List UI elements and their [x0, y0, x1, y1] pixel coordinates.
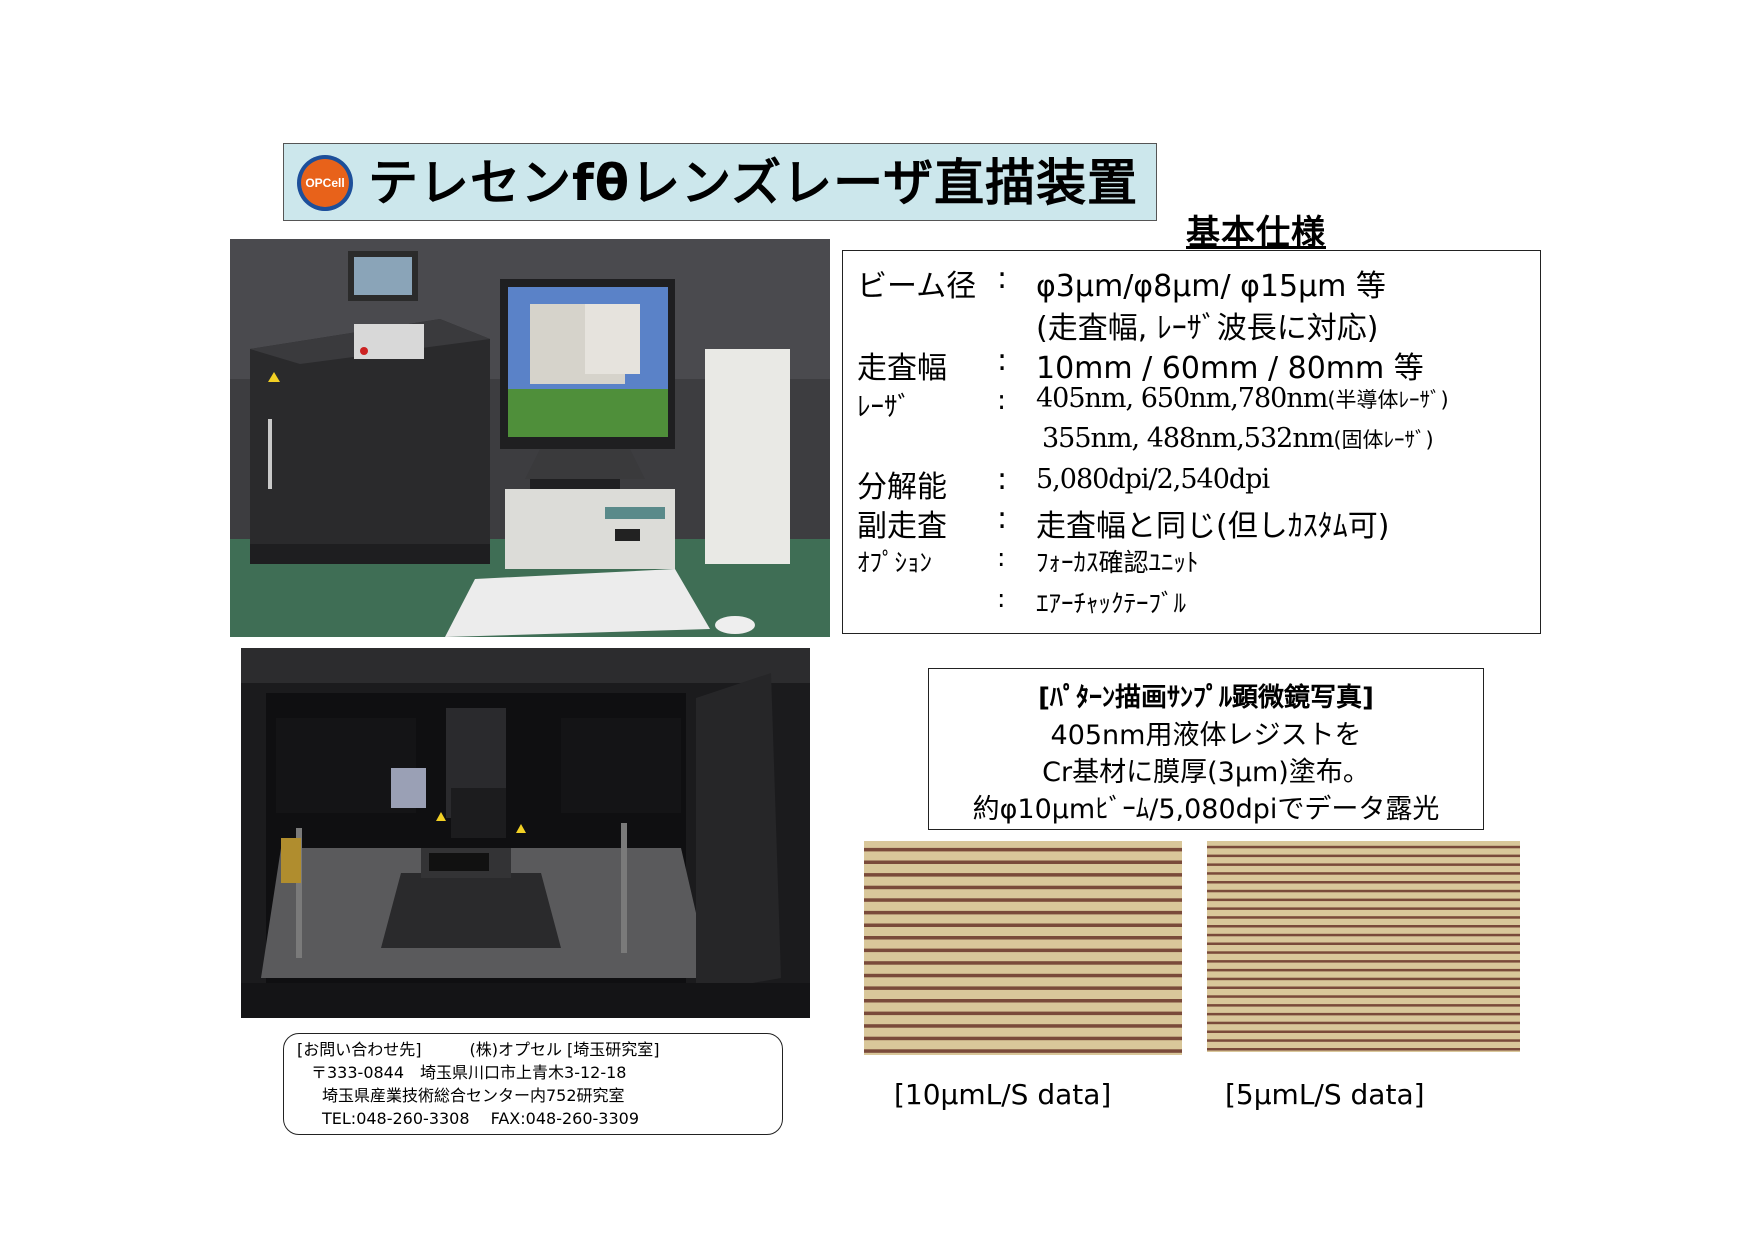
pattern-line — [1207, 933, 1520, 937]
contact-lab: 埼玉県産業技術総合センター内752研究室 — [322, 1086, 625, 1105]
pattern-line — [1207, 881, 1520, 884]
micrograph-10um-lines — [864, 841, 1182, 1055]
micrograph-5um — [1207, 841, 1520, 1052]
spec-value-laser-1: 405nm, 650nm,780nm(半導体ﾚｰｻﾞ) — [1036, 383, 1449, 414]
pattern-line — [864, 860, 1182, 864]
spec-colon: : — [997, 584, 1006, 613]
sample-line-3: 約φ10μmﾋﾞｰﾑ/5,080dpiでデータ露光 — [972, 794, 1440, 825]
spec-colon: : — [997, 462, 1008, 497]
pattern-line — [864, 847, 1182, 852]
pattern-line — [1207, 872, 1520, 875]
spec-value-option-2: ｴｱｰﾁｬｯｸﾃｰﾌﾞﾙ — [1036, 589, 1187, 618]
pattern-line — [864, 1049, 1182, 1053]
sample-description-box: [ﾊﾟﾀｰﾝ描画ｻﾝﾌﾟﾙ顕微鏡写真] 405nm用液体レジストを Cr基材に膜… — [928, 668, 1484, 830]
pattern-line — [1207, 960, 1520, 963]
spec-value-resolution: 5,080dpi/2,540dpi — [1036, 464, 1270, 495]
pattern-line — [1207, 977, 1520, 981]
spec-heading: 基本仕様 — [1186, 213, 1326, 253]
pattern-line — [864, 961, 1182, 965]
pattern-line — [864, 873, 1182, 877]
spec-label-laser: ﾚｰｻﾞ — [857, 392, 911, 423]
micrograph-10um — [864, 841, 1182, 1055]
spec-value-beam: φ3μm/φ8μm/ φ15μm 等 — [1036, 269, 1386, 304]
pattern-line — [1207, 995, 1520, 998]
pattern-line — [1207, 1048, 1520, 1051]
sample-line-1: 405nm用液体レジストを — [1050, 720, 1362, 751]
spec-label-resolution: 分解能 — [857, 470, 947, 505]
pattern-line — [1207, 1021, 1520, 1025]
pattern-line — [1207, 925, 1520, 928]
pattern-line — [1207, 898, 1520, 902]
equipment-photo — [230, 239, 830, 637]
pattern-line — [1207, 951, 1520, 954]
spec-label-scan: 走査幅 — [857, 351, 947, 386]
page-title: テレセンfθレンズレーザ直描装置 — [368, 154, 1139, 212]
pattern-line — [1207, 968, 1520, 972]
contact-address: 〒333-0844 埼玉県川口市上青木3-12-18 — [311, 1063, 627, 1082]
pattern-line — [864, 910, 1182, 915]
spec-colon: : — [997, 343, 1008, 378]
pattern-line — [1207, 916, 1520, 919]
laser-type-semiconductor: (半導体ﾚｰｻﾞ) — [1327, 388, 1449, 412]
spec-label-option: ｵﾌﾟｼｮﾝ — [857, 548, 933, 577]
spec-colon: : — [997, 501, 1008, 536]
opcell-logo: OPCell — [297, 155, 353, 211]
caption-5um: [5μmL/S data] — [1225, 1078, 1425, 1111]
pattern-line — [864, 1024, 1182, 1028]
title-banner: OPCell テレセンfθレンズレーザ直描装置 — [283, 143, 1157, 221]
pattern-line — [864, 948, 1182, 953]
pattern-line — [864, 898, 1182, 902]
pattern-line — [1207, 854, 1520, 858]
pattern-line — [864, 1036, 1182, 1041]
spec-label-beam: ビーム径 — [857, 269, 977, 304]
spec-value-option-1: ﾌｫｰｶｽ確認ﾕﾆｯﾄ — [1036, 548, 1199, 577]
sample-title: [ﾊﾟﾀｰﾝ描画ｻﾝﾌﾟﾙ顕微鏡写真] — [1038, 683, 1374, 713]
pattern-line — [864, 885, 1182, 890]
laser-wavelengths-semiconductor: 405nm, 650nm,780nm — [1036, 383, 1328, 414]
spec-colon: : — [997, 261, 1008, 296]
enclosure-interior-photo — [241, 648, 810, 1018]
spec-value-beam-note: (走査幅, ﾚｰｻﾞ波長に対応) — [1036, 311, 1379, 346]
svg-text:OPCell: OPCell — [305, 176, 344, 190]
spec-value-laser-2: 355nm, 488nm,532nm(固体ﾚｰｻﾞ) — [1042, 423, 1434, 454]
pattern-line — [1207, 1030, 1520, 1033]
pattern-line — [864, 923, 1182, 927]
laser-type-solid: (固体ﾚｰｻﾞ) — [1333, 428, 1434, 452]
spec-value-subscan: 走査幅と同じ(但しｶｽﾀﾑ可) — [1036, 509, 1390, 544]
pattern-line — [1207, 863, 1520, 866]
pattern-line — [1207, 942, 1520, 945]
pattern-line — [1207, 1012, 1520, 1016]
contact-line-1: [お問い合わせ先] (株)オプセル [埼玉研究室] — [297, 1040, 660, 1059]
contact-box: [お問い合わせ先] (株)オプセル [埼玉研究室] 〒333-0844 埼玉県川… — [283, 1033, 783, 1135]
pattern-line — [1207, 907, 1520, 910]
pattern-line — [1207, 1039, 1520, 1042]
pattern-line — [864, 1011, 1182, 1016]
micrograph-5um-lines — [1207, 841, 1520, 1052]
pattern-line — [864, 999, 1182, 1003]
spec-value-scan: 10mm / 60mm / 80mm 等 — [1036, 351, 1424, 386]
contact-phone-fax: TEL:048-260-3308 FAX:048-260-3309 — [322, 1109, 639, 1128]
caption-10um: [10μmL/S data] — [894, 1078, 1112, 1111]
pattern-line — [864, 973, 1182, 978]
spec-colon: : — [997, 385, 1007, 416]
pattern-line — [1207, 1004, 1520, 1007]
pattern-line — [864, 986, 1182, 990]
pattern-line — [1207, 889, 1520, 893]
sample-line-2: Cr基材に膜厚(3μm)塗布。 — [1042, 757, 1370, 788]
pattern-line — [864, 936, 1182, 940]
spec-table: ビーム径 : φ3μm/φ8μm/ φ15μm 等 (走査幅, ﾚｰｻﾞ波長に対… — [842, 250, 1541, 634]
pattern-line — [1207, 845, 1520, 849]
spec-label-subscan: 副走査 — [857, 509, 947, 544]
pattern-line — [1207, 986, 1520, 989]
spec-colon: : — [997, 543, 1006, 572]
laser-wavelengths-solid: 355nm, 488nm,532nm — [1042, 423, 1334, 454]
